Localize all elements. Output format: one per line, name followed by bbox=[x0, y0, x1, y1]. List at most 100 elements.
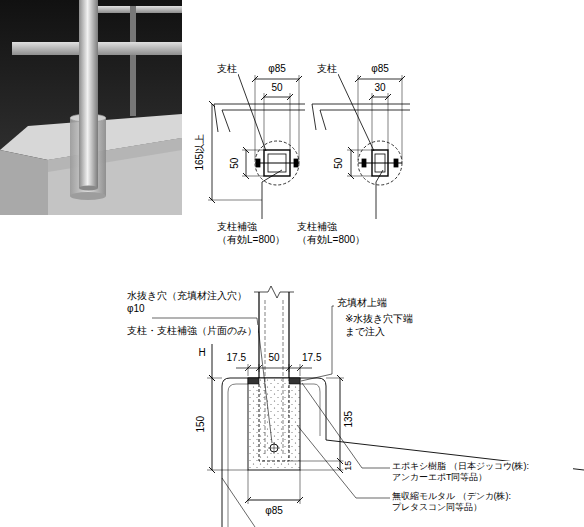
plan-right-part bbox=[388, 93, 389, 150]
photo-illustration bbox=[0, 0, 182, 215]
dimension: 17.5 bbox=[301, 352, 322, 365]
section-view-part bbox=[245, 365, 303, 371]
photo-illustration-part bbox=[79, 186, 98, 191]
section-view-part bbox=[228, 384, 248, 527]
dimension: 50 bbox=[270, 82, 283, 95]
note: 支柱・支柱補強（片面のみ） bbox=[126, 325, 258, 338]
plan-right-part bbox=[312, 104, 410, 105]
plan-right bbox=[312, 74, 410, 219]
section-view-part bbox=[300, 384, 320, 436]
note: 水抜き穴（充填材注入穴） φ10 bbox=[126, 290, 252, 315]
plan-right-part bbox=[312, 104, 316, 130]
section-view-part bbox=[274, 442, 275, 454]
photo-illustration-part bbox=[48, 138, 182, 172]
photo-illustration-part bbox=[48, 138, 182, 215]
plan-left-part bbox=[290, 93, 291, 150]
section-view-part bbox=[326, 378, 344, 379]
plan-right-part bbox=[376, 170, 383, 219]
photo-illustration-part bbox=[70, 192, 106, 200]
plan-right-part bbox=[320, 110, 326, 130]
plan-right-part bbox=[338, 74, 374, 151]
plan-left bbox=[208, 74, 305, 219]
plan-left-part bbox=[238, 74, 266, 151]
note: ※水抜き穴下端 まで注入 bbox=[344, 313, 419, 338]
section-view-part bbox=[222, 378, 584, 527]
section-view-part bbox=[212, 378, 213, 470]
plan-right-part bbox=[347, 150, 372, 151]
part-name: 支柱補強 （有効L=800） bbox=[296, 221, 371, 246]
section-view-part bbox=[300, 470, 301, 504]
section-view-part bbox=[207, 378, 222, 379]
section-view-part bbox=[300, 364, 301, 376]
part-name: 支柱 bbox=[216, 63, 238, 76]
section-view-part bbox=[248, 378, 300, 470]
photo-illustration-part bbox=[79, 0, 98, 188]
dimension: H bbox=[197, 347, 206, 360]
plan-left-part bbox=[256, 159, 260, 167]
plan-left-part bbox=[242, 150, 264, 151]
section-view-part bbox=[254, 286, 294, 298]
plan-right-part bbox=[372, 97, 388, 98]
section-view-part bbox=[207, 470, 248, 471]
plan-left-part bbox=[255, 141, 299, 185]
material-note: 無収縮モルタル （デンカ(株):プレタスコン同等品） bbox=[391, 491, 541, 514]
section-view-part bbox=[302, 383, 390, 468]
plan-right-part bbox=[347, 176, 372, 177]
dimension: 50 bbox=[230, 156, 243, 169]
plan-right-part bbox=[394, 159, 398, 167]
section-view-part bbox=[340, 461, 341, 470]
plan-left-part bbox=[255, 79, 299, 80]
section-view-part bbox=[259, 384, 289, 461]
plan-left-part bbox=[264, 93, 265, 150]
plan-left-part bbox=[214, 104, 218, 132]
plan-left-part bbox=[299, 75, 300, 160]
section-view-part bbox=[289, 461, 344, 462]
section-view bbox=[152, 286, 584, 527]
plan-left-part bbox=[246, 150, 247, 176]
material-note: エポキシ樹脂 （日本ジッコウ(株):アンカーエポT同等品） bbox=[391, 461, 573, 484]
plan-left-part bbox=[222, 110, 230, 132]
section-view-part bbox=[340, 378, 341, 461]
note: 充填材上端 bbox=[336, 297, 388, 310]
photo-illustration-part bbox=[0, 0, 182, 215]
section-view-part bbox=[297, 425, 390, 498]
plan-left-part bbox=[262, 170, 282, 219]
plan-left-part bbox=[242, 176, 264, 177]
dimension: 150 bbox=[195, 415, 208, 434]
plan-right-part bbox=[320, 110, 410, 111]
plan-right-part bbox=[358, 141, 402, 185]
section-view-part bbox=[283, 300, 284, 455]
dimension: 17.5 bbox=[226, 352, 247, 365]
section-view-part bbox=[288, 292, 289, 378]
section-view-part bbox=[212, 344, 213, 378]
plan-right-part bbox=[358, 79, 402, 80]
photo-illustration-part bbox=[130, 6, 136, 116]
section-view-part bbox=[248, 378, 259, 384]
section-view-part bbox=[301, 306, 334, 381]
plan-left-part bbox=[212, 104, 213, 200]
section-view-part bbox=[248, 364, 249, 376]
plan-right-part bbox=[402, 75, 403, 160]
section-view-part bbox=[289, 378, 300, 384]
photo-illustration-part bbox=[95, 6, 182, 13]
section-view-part bbox=[222, 478, 255, 527]
plan-right-part bbox=[351, 150, 352, 176]
plan-left-part bbox=[214, 104, 305, 105]
plan-left-part bbox=[255, 162, 299, 163]
dimension: 165以上 bbox=[194, 133, 207, 172]
plan-right-part bbox=[372, 93, 373, 150]
photo-illustration-part bbox=[0, 150, 48, 215]
plan-left-part bbox=[255, 75, 256, 160]
section-view-part bbox=[265, 300, 266, 455]
part-name: 支柱補強 （有効L=800） bbox=[216, 221, 291, 246]
dimension: φ85 bbox=[264, 505, 284, 518]
dimension: φ85 bbox=[267, 63, 287, 76]
dimension: 15 bbox=[343, 460, 354, 472]
dimension: 135 bbox=[343, 410, 356, 429]
dimension: 50 bbox=[334, 156, 347, 169]
dimension: 50 bbox=[267, 352, 280, 365]
plan-left-part bbox=[294, 159, 298, 167]
section-view-part bbox=[248, 500, 300, 501]
